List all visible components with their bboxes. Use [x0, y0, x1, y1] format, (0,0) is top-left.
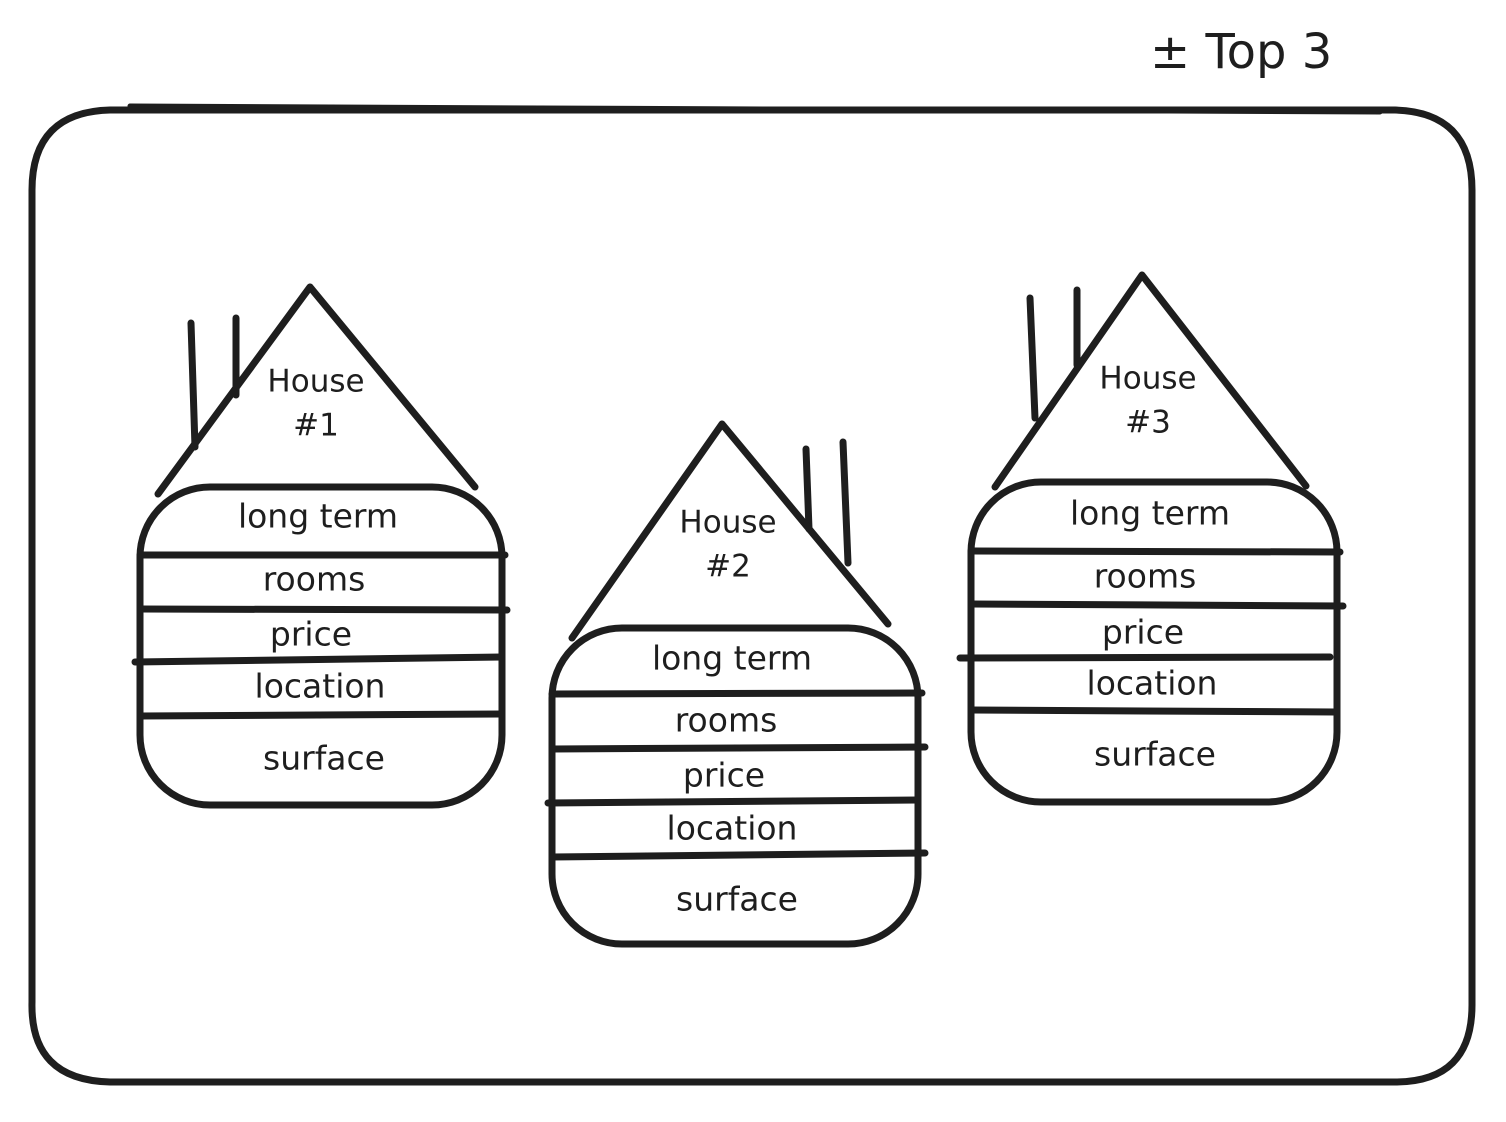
field-label-location: location [667, 809, 798, 848]
house-title-line2: #2 [705, 549, 751, 585]
field-divider [956, 653, 1334, 662]
field-divider [544, 796, 922, 807]
house-card-1: House #1 long term rooms price location … [131, 283, 511, 809]
chimney-pipe-right [839, 438, 852, 567]
field-label-rooms: rooms [263, 560, 366, 599]
chimney-pipe-left [1026, 294, 1039, 422]
outer-frame-sketch-line [127, 103, 1383, 115]
house-title-line2: #1 [293, 408, 339, 444]
house-title-line1: House [679, 505, 776, 541]
field-label-location: location [1087, 664, 1218, 703]
field-divider [967, 600, 1347, 610]
chimney-pipe-left [802, 445, 813, 533]
field-divider [548, 743, 929, 753]
house-roof [991, 271, 1310, 491]
house-card-3: House #3 long term rooms price location … [956, 271, 1347, 806]
field-divider [967, 706, 1339, 716]
house-title-line1: House [267, 364, 364, 400]
field-divider [967, 547, 1344, 556]
field-label-location: location [255, 667, 386, 706]
house-body [136, 483, 506, 809]
field-label-price: price [683, 756, 765, 795]
field-label-surface: surface [1094, 735, 1216, 774]
house-card-2: House #2 long term rooms price location … [544, 420, 929, 948]
field-label-surface: surface [676, 880, 798, 919]
field-divider [136, 710, 506, 720]
house-body [967, 478, 1341, 806]
field-label-price: price [270, 615, 352, 654]
house-title-line2: #3 [1125, 405, 1171, 441]
field-label-long-term: long term [652, 639, 812, 678]
field-divider [131, 653, 506, 666]
outer-frame [28, 106, 1476, 1086]
field-divider [136, 605, 511, 614]
house-roof [568, 420, 892, 642]
field-label-long-term: long term [1070, 494, 1230, 533]
house-title-line1: House [1099, 361, 1196, 397]
field-label-long-term: long term [238, 497, 398, 536]
field-label-surface: surface [263, 739, 385, 778]
house-body [548, 624, 922, 948]
chimney-pipe-left [187, 319, 199, 451]
field-label-rooms: rooms [675, 701, 778, 740]
house-roof [154, 283, 479, 498]
field-label-rooms: rooms [1094, 557, 1197, 596]
field-divider [548, 849, 929, 861]
page-title: ± Top 3 [1150, 24, 1332, 80]
field-divider [548, 689, 926, 698]
field-label-price: price [1102, 613, 1184, 652]
